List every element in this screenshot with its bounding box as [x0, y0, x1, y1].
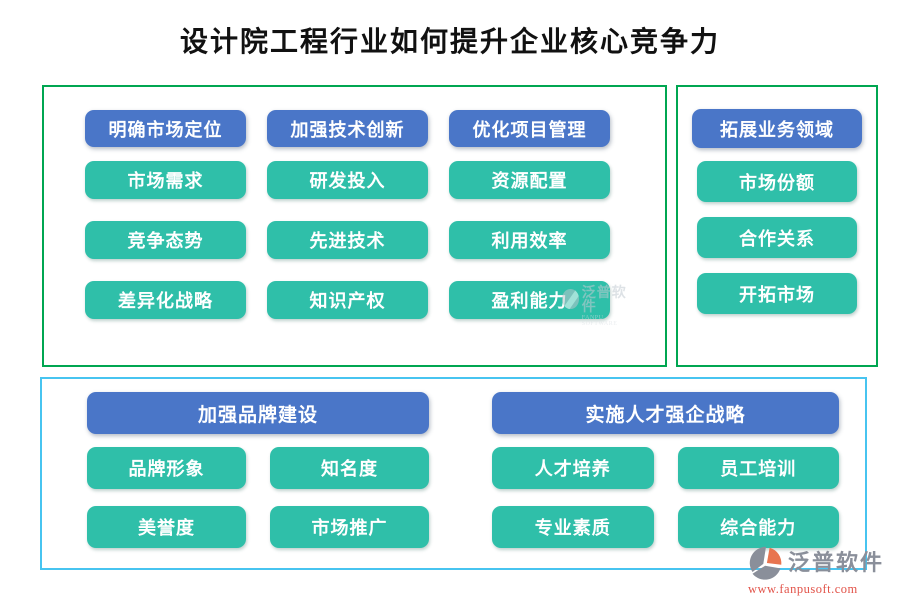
column-project-management: 优化项目管理 资源配置 利用效率 盈利能力	[449, 110, 610, 341]
bottom-panel: 加强品牌建设 品牌形象 知名度 美誉度 市场推广 实施人才强企战略 人才培养 员…	[40, 377, 867, 570]
section-brand-building: 加强品牌建设 品牌形象 知名度 美誉度 市场推广	[87, 392, 429, 548]
item-button: 差异化战略	[85, 281, 246, 319]
category-button: 实施人才强企战略	[492, 392, 839, 434]
market-panel: 明确市场定位 市场需求 竞争态势 差异化战略 加强技术创新 研发投入 先进技术 …	[42, 85, 667, 367]
logo-name: 泛普软件	[788, 550, 885, 575]
category-button: 加强技术创新	[267, 110, 428, 147]
logo-url: www.fanpusoft.com	[748, 582, 858, 596]
item-button: 综合能力	[677, 506, 839, 548]
logo-row: 泛普软件	[748, 545, 896, 581]
item-button: 专业素质	[492, 506, 654, 548]
item-button: 利用效率	[449, 221, 610, 259]
item-button: 品牌形象	[87, 447, 246, 489]
item-button: 知名度	[270, 447, 429, 489]
brand-items-grid: 品牌形象 知名度 美誉度 市场推广	[87, 447, 429, 548]
category-button: 加强品牌建设	[87, 392, 429, 434]
business-panel: 拓展业务领域 市场份额 合作关系 开拓市场	[676, 85, 878, 367]
category-button: 明确市场定位	[85, 110, 246, 147]
item-button: 盈利能力	[449, 281, 610, 319]
column-market-positioning: 明确市场定位 市场需求 竞争态势 差异化战略	[85, 110, 246, 341]
category-button: 拓展业务领域	[692, 109, 862, 148]
item-button: 合作关系	[697, 217, 857, 258]
fanpu-logo-icon	[749, 546, 782, 580]
item-button: 市场推广	[270, 506, 429, 548]
item-button: 知识产权	[267, 281, 428, 319]
item-button: 市场需求	[85, 161, 246, 199]
item-button: 员工培训	[677, 447, 839, 489]
section-talent-strategy: 实施人才强企战略 人才培养 员工培训 专业素质 综合能力	[492, 392, 839, 548]
item-button: 研发投入	[267, 161, 428, 199]
item-button: 美誉度	[87, 506, 246, 548]
item-button: 资源配置	[449, 161, 610, 199]
fanpu-logo: 泛普软件 www.fanpusoft.com	[748, 545, 896, 597]
category-button: 优化项目管理	[449, 110, 610, 147]
item-button: 开拓市场	[697, 273, 857, 314]
market-panel-columns: 明确市场定位 市场需求 竞争态势 差异化战略 加强技术创新 研发投入 先进技术 …	[44, 87, 665, 341]
column-tech-innovation: 加强技术创新 研发投入 先进技术 知识产权	[267, 110, 428, 341]
talent-items-grid: 人才培养 员工培训 专业素质 综合能力	[492, 447, 839, 548]
item-button: 先进技术	[267, 221, 428, 259]
item-button: 竞争态势	[85, 221, 246, 259]
item-button: 人才培养	[492, 447, 654, 489]
item-button: 市场份额	[697, 161, 857, 202]
page-title: 设计院工程行业如何提升企业核心竞争力	[179, 27, 720, 58]
column-business-expansion: 拓展业务领域 市场份额 合作关系 开拓市场	[678, 87, 876, 329]
